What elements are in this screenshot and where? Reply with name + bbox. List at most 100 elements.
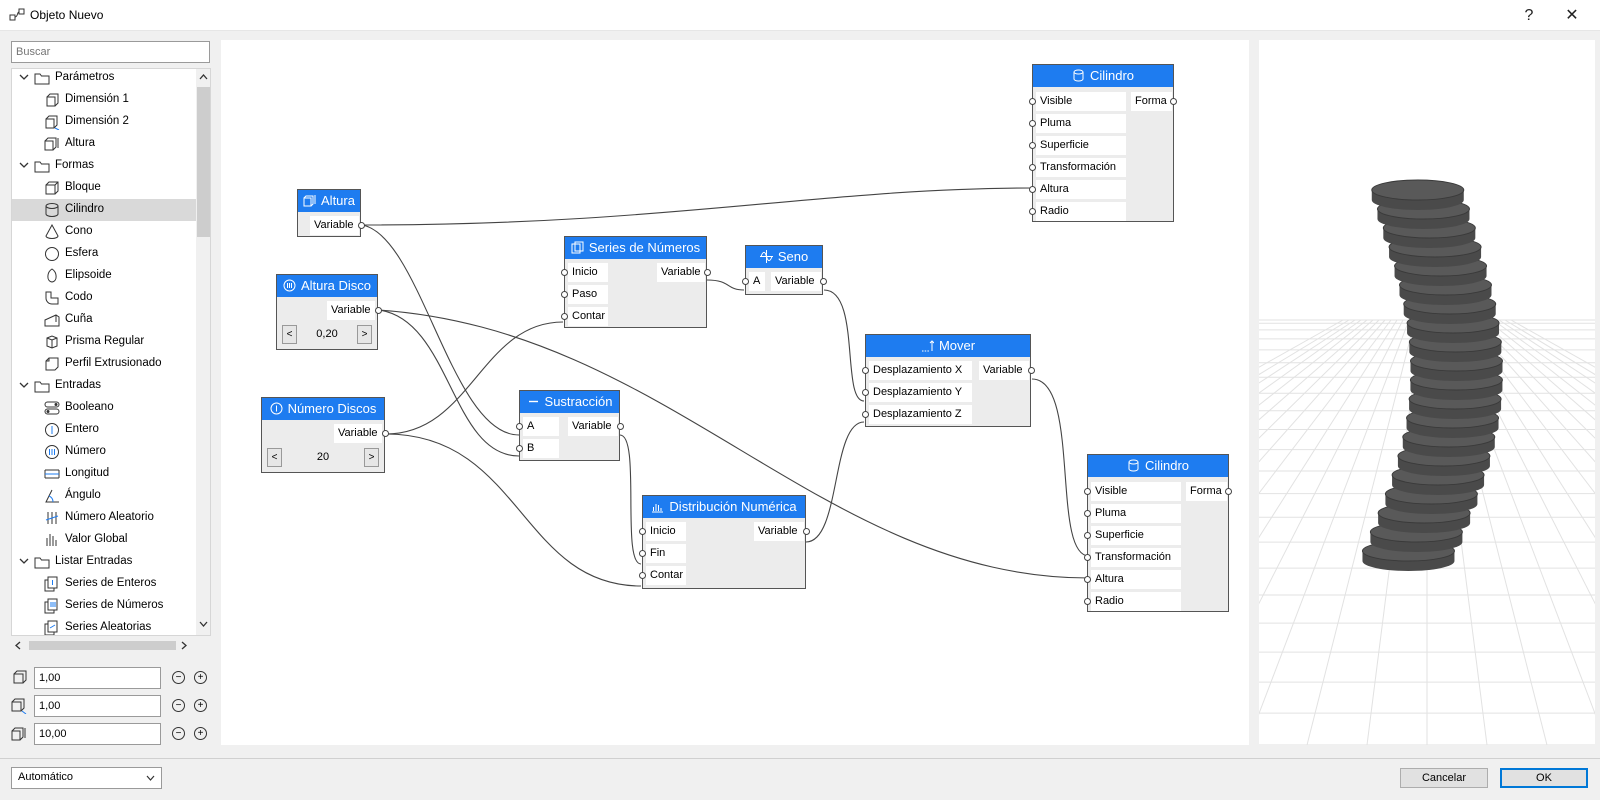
input-connector[interactable]	[561, 313, 568, 320]
output-connector[interactable]	[1028, 367, 1035, 374]
input-connector[interactable]	[1029, 98, 1036, 105]
node-cylinder-top[interactable]: Cilindro Visible Pluma Superficie Transf…	[1029, 64, 1177, 222]
tree-item[interactable]: Valor Global	[12, 529, 196, 551]
decrement-dimension-1-button[interactable]: −	[172, 671, 185, 684]
decrement-button[interactable]: <	[282, 325, 297, 344]
tree-item[interactable]: Bloque	[12, 177, 196, 199]
tree-item[interactable]: Series de Números	[12, 595, 196, 617]
input-connector[interactable]	[1029, 142, 1036, 149]
tree-item[interactable]: Cilindro	[12, 199, 196, 221]
search-input[interactable]	[11, 41, 210, 63]
increment-dimension-2-button[interactable]: +	[194, 699, 207, 712]
tree-item[interactable]: Esfera	[12, 243, 196, 265]
input-connector[interactable]	[1084, 554, 1091, 561]
input-connector[interactable]	[742, 278, 749, 285]
output-connector[interactable]	[617, 423, 624, 430]
input-connector[interactable]	[639, 550, 646, 557]
node-header[interactable]: Número Discos	[262, 398, 384, 420]
tree-item[interactable]: Series Aleatorias	[12, 617, 196, 635]
tree-group[interactable]: Listar Entradas	[12, 551, 196, 573]
scroll-down-icon[interactable]	[199, 621, 208, 628]
stepper-value[interactable]: 0,20	[316, 328, 338, 340]
node-header[interactable]: Altura Disco	[277, 275, 377, 297]
tree-item[interactable]: Cono	[12, 221, 196, 243]
height-field[interactable]	[34, 723, 161, 745]
node-height[interactable]: Altura Variable	[297, 189, 365, 237]
node-numeric-distribution[interactable]: Distribución Numérica Inicio Fin Contar …	[639, 495, 810, 589]
tree-item[interactable]: Series de Enteros	[12, 573, 196, 595]
tree-item[interactable]: Altura	[12, 133, 196, 155]
tree-group[interactable]: Entradas	[12, 375, 196, 397]
output-connector[interactable]	[820, 278, 827, 285]
stepper-value[interactable]: 20	[316, 451, 330, 463]
scroll-left-icon[interactable]	[14, 641, 21, 650]
increment-button[interactable]: >	[357, 325, 372, 344]
tree-item[interactable]: Longitud	[12, 463, 196, 485]
input-connector[interactable]	[639, 572, 646, 579]
tree-item[interactable]: Número	[12, 441, 196, 463]
input-connector[interactable]	[1029, 120, 1036, 127]
node-number-series[interactable]: Series de Números Inicio Paso Contar Var…	[561, 236, 711, 328]
node-header[interactable]: Cilindro	[1088, 455, 1228, 477]
input-connector[interactable]	[561, 269, 568, 276]
3d-preview[interactable]	[1259, 40, 1595, 745]
input-connector[interactable]	[1084, 532, 1091, 539]
node-header[interactable]: Series de Números	[565, 237, 706, 259]
input-connector[interactable]	[639, 528, 646, 535]
chevron-down-icon[interactable]	[18, 555, 30, 567]
tree-scroll-thumb[interactable]	[197, 87, 210, 237]
increment-height-button[interactable]: +	[194, 727, 207, 740]
node-move[interactable]: Mover Desplazamiento X Desplazamiento Y …	[862, 334, 1035, 427]
input-connector[interactable]	[1084, 488, 1091, 495]
scroll-up-icon[interactable]	[199, 73, 208, 80]
mode-select[interactable]: Automático	[11, 767, 162, 789]
input-connector[interactable]	[1029, 208, 1036, 215]
tree-item[interactable]: Elipsoide	[12, 265, 196, 287]
output-connector[interactable]	[358, 222, 365, 229]
tree-hscroll-thumb[interactable]	[29, 641, 176, 650]
tree-item[interactable]: Dimensión 2	[12, 111, 196, 133]
tree-item[interactable]: Perfil Extrusionado	[12, 353, 196, 375]
close-button[interactable]: ✕	[1565, 7, 1579, 24]
output-connector[interactable]	[1225, 488, 1232, 495]
node-cylinder-bottom[interactable]: Cilindro Visible Pluma Superficie Transf…	[1084, 454, 1232, 612]
tree-horizontal-scrollbar[interactable]	[11, 638, 211, 653]
increment-button[interactable]: >	[364, 448, 379, 467]
tree-group[interactable]: Formas	[12, 155, 196, 177]
tree-vertical-scrollbar[interactable]	[196, 69, 210, 635]
chevron-down-icon[interactable]	[18, 159, 30, 171]
node-header[interactable]: Distribución Numérica	[643, 496, 805, 518]
help-button[interactable]: ?	[1524, 7, 1534, 24]
input-connector[interactable]	[1029, 164, 1036, 171]
input-connector[interactable]	[516, 445, 523, 452]
decrement-button[interactable]: <	[267, 448, 282, 467]
chevron-down-icon[interactable]	[18, 379, 30, 391]
tree-item[interactable]: Número Aleatorio	[12, 507, 196, 529]
decrement-dimension-2-button[interactable]: −	[172, 699, 185, 712]
tree-item[interactable]: Dimensión 1	[12, 89, 196, 111]
tree-item[interactable]: Prisma Regular	[12, 331, 196, 353]
tree-item[interactable]: Booleano	[12, 397, 196, 419]
node-header[interactable]: Mover	[866, 335, 1030, 357]
output-connector[interactable]	[704, 269, 711, 276]
scroll-right-icon[interactable]	[181, 641, 188, 650]
increment-dimension-1-button[interactable]: +	[194, 671, 207, 684]
output-connector[interactable]	[803, 528, 810, 535]
input-connector[interactable]	[862, 367, 869, 374]
node-disc-height[interactable]: Altura Disco Variable < 0,20 >	[276, 274, 382, 350]
node-disc-count[interactable]: Número Discos Variable < 20 >	[261, 397, 389, 473]
node-canvas[interactable]: Cilindro Visible Pluma Superficie Transf…	[221, 40, 1249, 745]
node-header[interactable]: Altura	[298, 190, 360, 212]
input-connector[interactable]	[1084, 576, 1091, 583]
node-sine[interactable]: Seno A Variable	[742, 245, 827, 295]
tree-item[interactable]: Entero	[12, 419, 196, 441]
ok-button[interactable]: OK	[1500, 768, 1588, 788]
dimension-2-field[interactable]	[34, 695, 161, 717]
input-connector[interactable]	[862, 389, 869, 396]
input-connector[interactable]	[561, 291, 568, 298]
dimension-1-field[interactable]	[34, 667, 161, 689]
tree-group[interactable]: Parámetros	[12, 69, 196, 89]
chevron-down-icon[interactable]	[18, 71, 30, 83]
node-header[interactable]: Seno	[746, 246, 822, 268]
tree-item[interactable]: Codo	[12, 287, 196, 309]
